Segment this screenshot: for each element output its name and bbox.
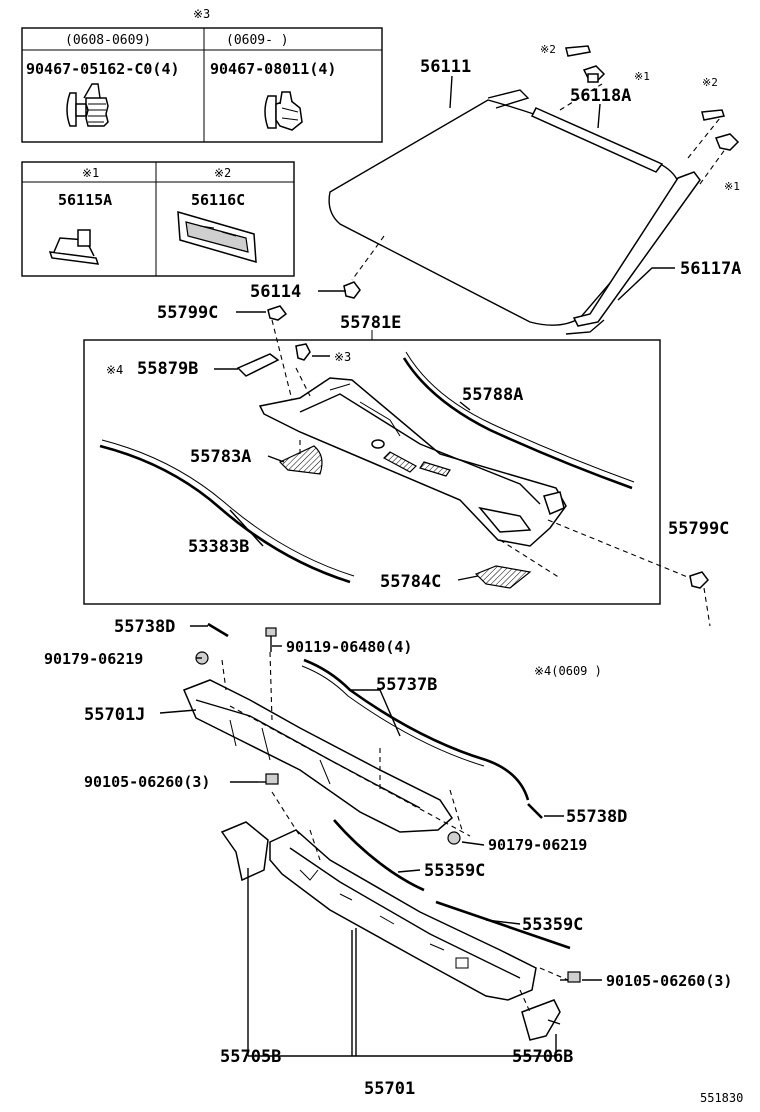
reference-marks: ※2 ※1 ※2 ※1 ※4 ※3 ※4(0609 ) xyxy=(106,43,740,678)
mark-2-top: ※2 xyxy=(540,43,556,56)
label-90105-06260-left: 90105-06260(3) xyxy=(84,773,210,791)
cowl-clip-icon xyxy=(295,343,311,361)
side-molding-tail xyxy=(565,319,605,335)
clip-m1-top-icon xyxy=(582,65,606,83)
clip-55799C-top-icon xyxy=(267,305,288,321)
label-55359C-lower: 55359C xyxy=(522,915,583,935)
label-55788A: 55788A xyxy=(462,385,523,405)
label-53383B: 53383B xyxy=(188,537,249,557)
label-55799C-top: 55799C xyxy=(157,303,218,323)
cowl-spacer-55879B xyxy=(236,353,280,377)
clip-table-period-2: (0609- ) xyxy=(226,33,289,48)
bolt-90105-left-icon xyxy=(258,773,279,785)
leader-lines xyxy=(159,75,675,1057)
label-55799C-right: 55799C xyxy=(668,519,729,539)
mark-table-mark-2: ※2 xyxy=(214,166,231,180)
bracket-55706B xyxy=(521,999,561,1041)
label-55738D-right: 55738D xyxy=(566,807,627,827)
seal-55738D-right xyxy=(527,803,543,819)
cowl-side-seal xyxy=(99,444,351,584)
mark-table-part-2: 56116C xyxy=(191,191,245,209)
side-molding-strip xyxy=(572,171,701,327)
clip-m1-right-icon xyxy=(714,133,740,151)
mark-table-border xyxy=(21,161,295,277)
label-55701: 55701 xyxy=(364,1079,415,1099)
mark-4-period-note: ※4(0609 ) xyxy=(534,664,602,678)
bolt-90105-right-icon xyxy=(560,971,581,983)
clip-table-period-1: (0608-0609) xyxy=(65,33,151,48)
cowl-louver-panel xyxy=(258,377,567,547)
mesh-screen-left xyxy=(278,445,323,475)
label-55781E: 55781E xyxy=(340,313,401,333)
label-56114: 56114 xyxy=(250,282,301,302)
clip-table-note: ※3 xyxy=(193,7,210,21)
upper-molding-corner xyxy=(487,89,530,109)
label-90179-06219-top: 90179-06219 xyxy=(44,650,143,668)
bracket-55705B xyxy=(220,821,269,882)
clip-56114-icon xyxy=(343,281,361,299)
mark-legend-table: ※1 ※2 56115A 56116C xyxy=(21,161,295,277)
mark-2-right: ※2 xyxy=(702,76,718,89)
nut-90179-right-icon xyxy=(447,831,461,845)
seal-55737B xyxy=(303,658,530,801)
label-55705B: 55705B xyxy=(220,1047,281,1067)
cowl-top-box xyxy=(83,319,661,605)
mark-table-part-1: 56115A xyxy=(58,191,112,209)
label-55879B: 55879B xyxy=(137,359,198,379)
leader-56114-dash xyxy=(351,235,385,281)
label-55737B: 55737B xyxy=(376,675,437,695)
mark-table-mark-1: ※1 xyxy=(82,166,99,180)
bolt-90119-icon xyxy=(265,627,277,652)
spacer-m2-right-icon xyxy=(701,109,725,121)
hood-seal-strip xyxy=(402,357,633,490)
label-90179-06219-right: 90179-06219 xyxy=(488,836,587,854)
seal-55359C-lower xyxy=(435,900,571,950)
molding-clip-icon xyxy=(48,229,100,265)
label-55701J: 55701J xyxy=(84,705,145,725)
part-labels: 56111 56118A 56117A 56114 55799C 55781E … xyxy=(44,57,741,1099)
mark-1-right: ※1 xyxy=(724,180,740,193)
clip-variant-table: ※3 (0608-0609) (0609- ) 90467-05162-C0(4… xyxy=(21,7,383,143)
label-56111: 56111 xyxy=(420,57,471,77)
clip-table-part-1: 90467-05162-C0(4) xyxy=(26,60,180,78)
mark-3-mid: ※3 xyxy=(334,350,351,364)
label-55359C-upper: 55359C xyxy=(424,861,485,881)
figure-number: 551830 xyxy=(700,1091,743,1105)
label-55783A: 55783A xyxy=(190,447,251,467)
windshield-assembly xyxy=(328,45,740,335)
label-56117A: 56117A xyxy=(680,259,741,279)
spacer-m2-top-icon xyxy=(565,45,591,57)
cowl-panel-55701 xyxy=(269,829,537,1001)
cowl-panel-55701J xyxy=(183,679,453,833)
upper-molding-strip xyxy=(530,107,664,173)
molding-spacer-icon xyxy=(177,210,257,264)
label-55738D-top: 55738D xyxy=(114,617,175,637)
label-90105-06260-right: 90105-06260(3) xyxy=(606,972,732,990)
label-90119-06480: 90119-06480(4) xyxy=(286,638,412,656)
screw-clip-icon xyxy=(66,83,109,127)
mesh-screen-right xyxy=(474,565,532,589)
clip-table-border xyxy=(21,27,383,143)
mark-4-left: ※4 xyxy=(106,363,123,377)
label-55706B: 55706B xyxy=(512,1047,573,1067)
clip-table-part-2: 90467-08011(4) xyxy=(210,60,336,78)
push-clip-icon xyxy=(264,91,303,131)
label-56118A: 56118A xyxy=(570,86,631,106)
clip-55799C-right-icon xyxy=(689,571,709,589)
seal-55738D-top xyxy=(207,622,229,638)
mark-1-top: ※1 xyxy=(634,70,650,83)
label-55784C: 55784C xyxy=(380,572,441,592)
lower-cowl-assembly xyxy=(183,622,581,1041)
seal-55359C-upper xyxy=(333,819,425,892)
